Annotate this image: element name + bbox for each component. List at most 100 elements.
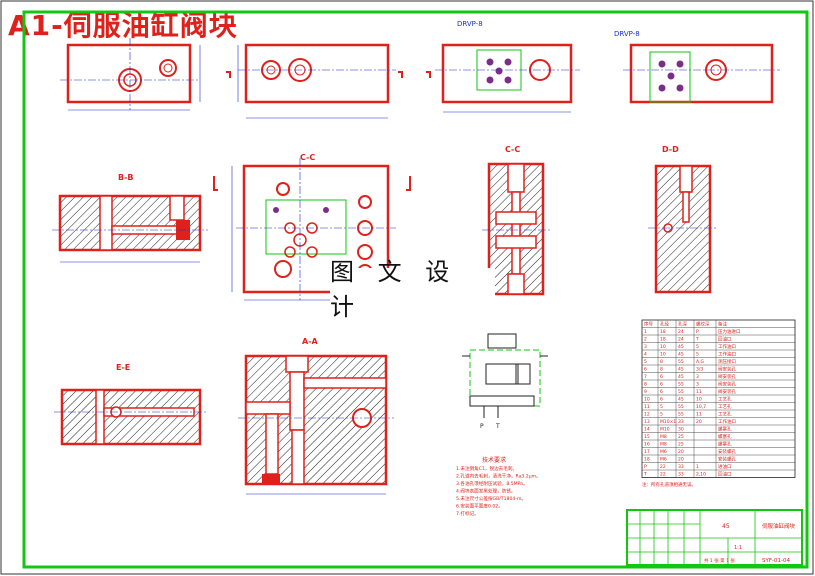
section-b-b: B-B [52,173,208,263]
hole-table-cell: 8 [644,382,647,388]
hole-table-cell: 10 [660,344,666,350]
tech-note-line: 5.未注尺寸公差按GB/T1804-m。 [456,495,526,502]
section-a-a-label: A-A [302,337,319,346]
tech-note-line: 4.阀块表面发黑处理，防锈。 [456,488,516,495]
hole-table-cell: 33 [678,464,684,470]
main-view: C-C [213,153,411,301]
hole-table-cell: 14 [644,427,650,433]
hole-table-cell: 阀安装孔 [718,388,736,395]
hole-table-cell: 10,7 [696,404,706,410]
hole-table-cell: 30 [678,427,684,433]
top-view-4: DRVP-8 [614,30,780,104]
section-b-b-label: B-B [118,173,134,182]
hole-table-cell: A,G [696,359,705,365]
hole-table-cell: 25 [678,442,684,448]
hole-table-cell: 5 [660,404,663,410]
hole-table-cell: 测压接口 [718,358,736,365]
tech-note-line: 3.各油孔须经耐压试验，8.5MPa。 [456,480,528,487]
hole-table-cell: 压力油进口 [718,328,741,335]
hole-table-cell: 8 [660,359,663,365]
hole-table-cell: 6 [644,367,647,373]
hole-table-cell: 4 [644,352,647,358]
top-view-1 [60,38,201,111]
hole-table-cell: 工作油口 [718,418,736,425]
hole-table-cell: 7 [644,374,647,380]
technical-notes: 技术要求 1.未注倒角C1，锐边去毛刺。2.孔道内去毛刺，清洗干净，Ra3.2μ… [456,456,541,517]
hole-table-cell: 阀安装孔 [718,373,736,380]
hole-table-cell: 工艺孔 [718,403,732,410]
hole-table-cell: 螺塞孔 [718,433,732,440]
hole-table-cell: 10 [696,397,702,403]
hole-table-cell: 工艺孔 [718,411,732,418]
circuit-port-p: P [480,423,484,430]
section-e-e: E-E [54,363,208,446]
hole-table-header: 序号 [644,321,653,328]
hole-table-header: 螺纹深 [696,321,710,328]
hole-table-cell: 18 [660,329,666,335]
hole-table-cell: 6 [660,374,663,380]
hole-table-cell: 5 [644,359,647,365]
hole-table-cell: 5 [660,412,663,418]
hole-table-cell: T [695,337,699,343]
tech-note-line: 6.安装面平面度0.02。 [456,503,503,510]
hole-table-cell: 3 [696,374,699,380]
title-block-part-name: 伺服油缸阀块 [762,522,796,530]
hole-table-cell: 8 [660,367,663,373]
hole-table-cell: 回油口 [718,336,732,343]
hole-table-cell: 阀安装孔 [718,381,736,388]
hole-table-cell: 33 [678,419,684,425]
section-d-d: D-D [648,145,718,294]
hole-table-cell: 工艺孔 [718,396,732,403]
hole-table-cell: 11 [696,412,702,418]
hole-table-cell: 11 [644,404,650,410]
hole-table-cell: M6 [660,457,667,463]
hole-table-header: 孔深 [678,321,687,328]
hole-table-cell: M10 [660,427,670,433]
hole-table-cell: 18 [644,457,650,463]
hole-table-cell: 安装螺孔 [718,448,736,455]
hole-table-header: 备注 [718,321,727,328]
section-c-c: C-C [482,145,550,296]
hole-table-cell: 3 [644,344,647,350]
hole-table-cell: 螺塞孔 [718,441,732,448]
hole-table-cell: 1 [696,464,699,470]
hole-table-cell: 33 [678,472,684,478]
top-view-2 [226,43,403,119]
title-block-material: 45 [722,523,730,530]
hole-table-cell: 55 [678,389,684,395]
hole-table-footnote: 注：所有孔道须相通无误。 [642,481,696,488]
hole-table-cell: 45 [678,367,684,373]
hole-table-cell: 20 [678,449,684,455]
hole-table-cell: 13 [644,419,650,425]
hole-table-cell: 55 [678,359,684,365]
hole-table-cell: 工作油口 [718,343,736,350]
hole-table-cell: 螺塞孔 [718,426,732,433]
hole-table-cell: 24 [678,329,684,335]
hole-table-cell: 5 [696,344,699,350]
section-c-c-label: C-C [505,145,520,154]
circuit-port-t: T [495,423,500,430]
hole-table-cell: 工作油口 [718,351,736,358]
hole-table-cell: 55 [678,404,684,410]
hole-table-cell: 18 [660,337,666,343]
hole-table-cell: 45 [678,352,684,358]
watermark: 图 文 设 计 [330,258,495,321]
hole-table-cell: 9 [644,389,647,395]
tech-note-line: 2.孔道内去毛刺，清洗干净，Ra3.2μm。 [456,473,541,480]
hole-table-cell: 55 [678,412,684,418]
hole-table-header: 孔径 [660,321,669,328]
section-e-e-label: E-E [116,363,130,372]
hole-table-cell: P [644,464,647,470]
hole-table-cell: 11 [696,389,702,395]
hole-table-cell: 回油口 [718,471,732,478]
section-a-a: A-A [238,337,394,495]
hole-table-cell: 22 [660,464,666,470]
hole-table-cell: 22 [660,472,666,478]
drawing-title: A1-伺服油缸阀块 [8,9,238,42]
hole-table-cell: 10 [660,352,666,358]
hole-table-cell: 6 [660,389,663,395]
top-view-3-label: DRVP-8 [457,20,483,28]
hole-table-cell: 45 [678,344,684,350]
